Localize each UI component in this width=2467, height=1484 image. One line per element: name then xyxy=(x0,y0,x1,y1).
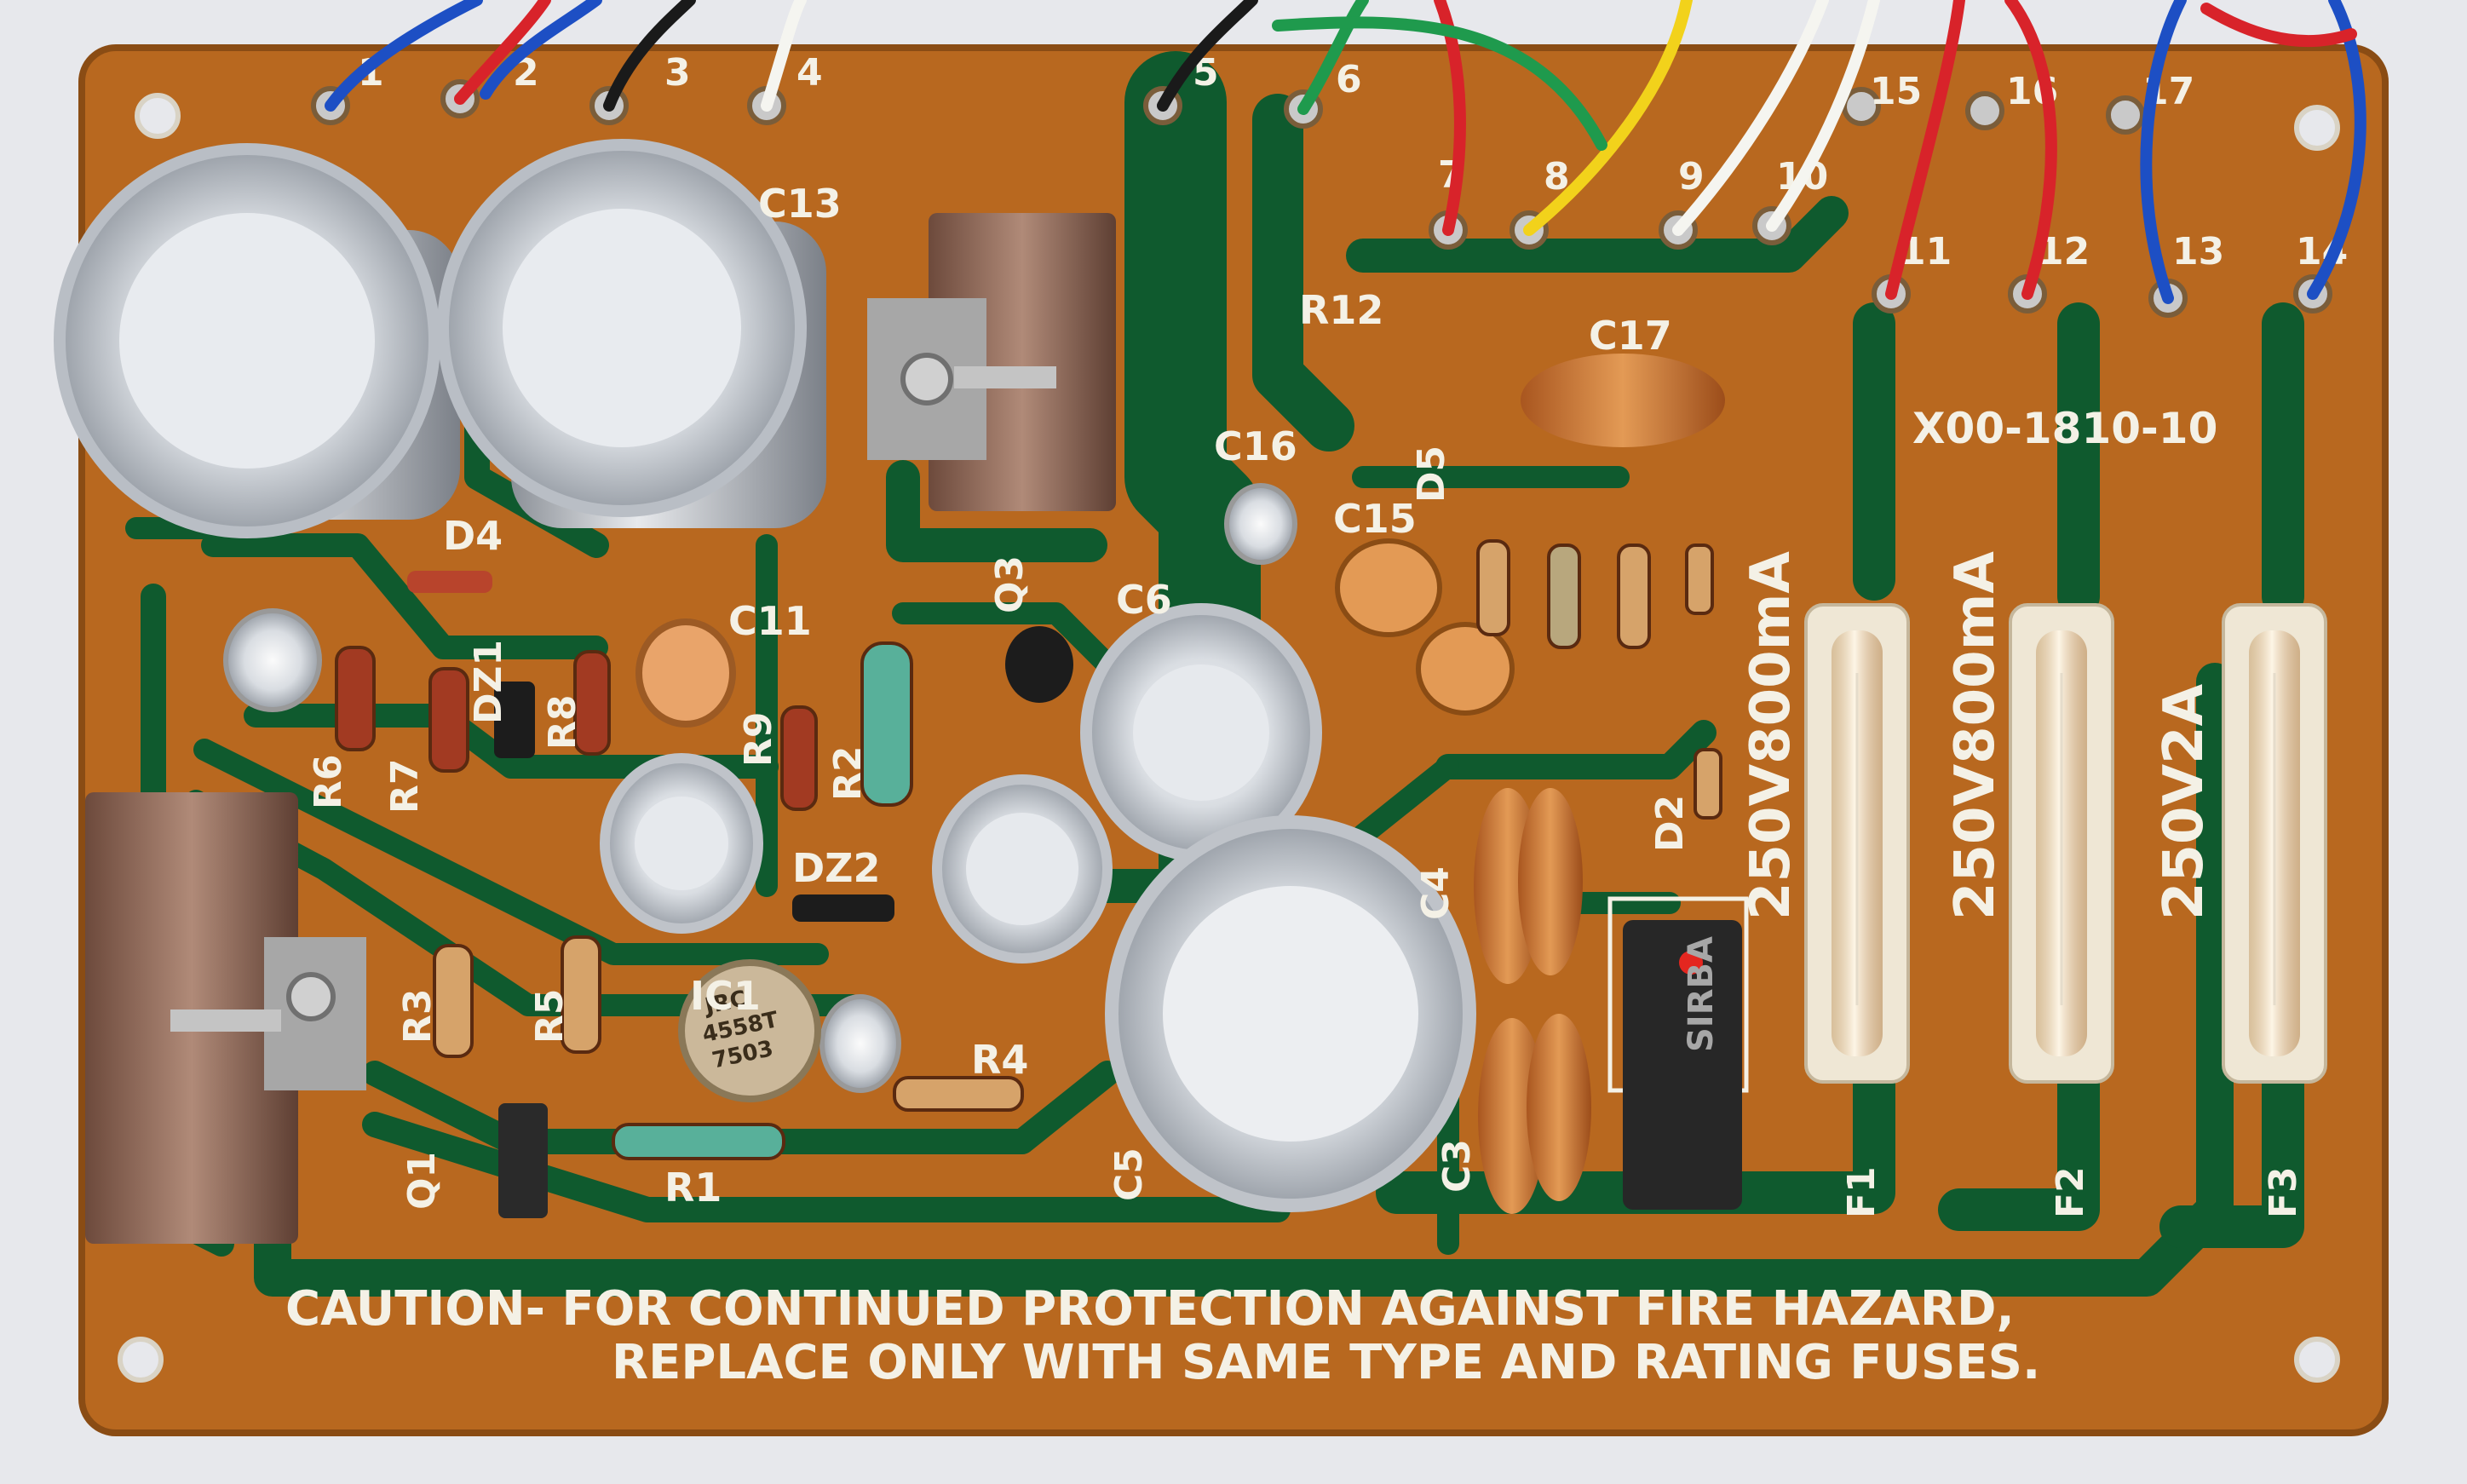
resistors xyxy=(335,539,1722,1160)
label-r3: R3 xyxy=(396,989,440,1044)
terminal-4-label: 4 xyxy=(796,51,823,95)
label-r9: R9 xyxy=(737,712,780,768)
capacitor-c15 xyxy=(1335,538,1515,716)
capacitor-c5 xyxy=(1105,815,1476,1212)
label-r5: R5 xyxy=(528,989,572,1044)
caution-line-2: REPLACE ONLY WITH SAME TYPE AND RATING F… xyxy=(612,1335,2040,1390)
disc-capacitors xyxy=(1474,788,1591,1214)
label-c17: C17 xyxy=(1589,313,1672,359)
diodes xyxy=(407,571,894,922)
fuse-f2 xyxy=(2009,603,2114,1084)
fuse-f2-rating: 250V800mA xyxy=(1944,551,2007,920)
fuse-ratings: 250V800mA 250V800mA 250V2A xyxy=(1740,551,2216,920)
capacitor-c11 xyxy=(635,618,736,728)
fuse-f3-rating: 250V2A xyxy=(2153,683,2216,920)
label-c3: C3 xyxy=(1435,1139,1479,1193)
label-c4: C4 xyxy=(1414,866,1458,920)
label-r4: R4 xyxy=(971,1037,1028,1083)
terminal-13-label: 13 xyxy=(2172,230,2224,273)
filter-capacitor-c13 xyxy=(437,139,826,528)
ic1-chip: JRC 4558T 7503 xyxy=(678,959,821,1102)
label-q1: Q1 xyxy=(400,1152,444,1210)
label-r6: R6 xyxy=(307,755,350,810)
label-c15: C15 xyxy=(1333,496,1417,542)
caution-line-1: CAUTION- FOR CONTINUED PROTECTION AGAINS… xyxy=(285,1281,2015,1337)
label-c11: C11 xyxy=(728,598,812,644)
capacitor-dz2 xyxy=(932,774,1113,963)
terminal-6-label: 6 xyxy=(1336,58,1362,101)
fuse-f1-rating: 250V800mA xyxy=(1740,551,1803,920)
wires xyxy=(325,0,2366,304)
bridge-rectifier: SIRBA xyxy=(1607,896,1749,1210)
heatsink-left xyxy=(85,792,366,1244)
terminal-9-label: 9 xyxy=(1678,155,1705,198)
terminal-15-label: 15 xyxy=(1870,70,1922,113)
transistor-q3 xyxy=(1005,626,1073,703)
bridge-marking: SIRBA xyxy=(1682,936,1721,1052)
label-q3: Q3 xyxy=(988,555,1032,613)
label-r7: R7 xyxy=(383,759,427,814)
transistor-q1 xyxy=(498,1103,548,1218)
silkscreen-labels: C13 R12 C17 C16 C15 D4 C11 C6 DZ2 IC1 R4… xyxy=(307,181,2305,1218)
label-ic1: IC1 xyxy=(690,973,761,1019)
capacitor-c9 xyxy=(600,753,763,934)
label-f2: F2 xyxy=(2049,1166,2092,1218)
pcb-board-edge xyxy=(78,44,2389,1436)
terminal-3-label: 3 xyxy=(664,51,691,95)
label-c16: C16 xyxy=(1214,423,1297,469)
label-c5: C5 xyxy=(1107,1148,1151,1201)
board-part-number: X00-1810-10 xyxy=(1912,404,2217,453)
capacitor-c16 xyxy=(1224,483,1297,565)
label-c6: C6 xyxy=(1116,577,1172,623)
label-d2: D2 xyxy=(1648,795,1692,852)
label-dz1: DZ1 xyxy=(467,640,510,724)
label-dz2: DZ2 xyxy=(792,845,881,891)
label-c13: C13 xyxy=(758,181,842,227)
label-d4: D4 xyxy=(443,513,503,559)
filter-capacitor-left xyxy=(54,143,460,538)
heatsink-top xyxy=(867,213,1116,511)
fuse-f3 xyxy=(2222,603,2327,1084)
capacitor-c17 xyxy=(1521,354,1725,447)
label-r12: R12 xyxy=(1299,287,1383,333)
label-r1: R1 xyxy=(664,1165,722,1211)
label-f1: F1 xyxy=(1840,1166,1883,1218)
capacitor-small-left xyxy=(223,608,322,712)
fuse-f1 xyxy=(1804,603,1910,1084)
mounting-holes xyxy=(118,93,2340,1383)
label-r8: R8 xyxy=(541,695,584,751)
label-d5: D5 xyxy=(1410,446,1453,503)
label-f3: F3 xyxy=(2262,1166,2305,1218)
capacitor-small-ic xyxy=(819,994,901,1093)
label-r2: R2 xyxy=(826,746,870,802)
